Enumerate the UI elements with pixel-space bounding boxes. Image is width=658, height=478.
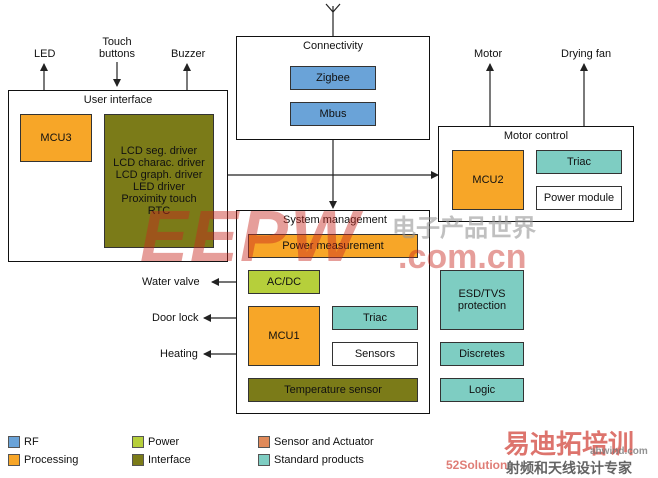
legend-processing-label: Processing (24, 454, 79, 466)
esd-tvs-block: ESD/TVS protection (440, 270, 524, 330)
sensors-block: Sensors (332, 342, 418, 366)
water-valve-label: Water valve (142, 276, 200, 288)
ui-drivers-block: LCD seg. driver LCD charac. driver LCD g… (104, 114, 214, 248)
driver-lcd-graph: LCD graph. driver (115, 169, 203, 181)
led-label: LED (34, 48, 56, 60)
legend-interface-label: Interface (148, 454, 191, 466)
drying-fan-label: Drying fan (561, 48, 612, 60)
power-module-block: Power module (536, 186, 622, 210)
buzzer-label: Buzzer (171, 48, 206, 60)
driver-lcd-charac: LCD charac. driver (113, 157, 205, 169)
driver-led: LED driver (133, 181, 185, 193)
legend-sensor-actuator-label: Sensor and Actuator (274, 436, 374, 448)
acdc-block: AC/DC (248, 270, 320, 294)
zigbee-block: Zigbee (290, 66, 376, 90)
temperature-sensor-block: Temperature sensor (248, 378, 418, 402)
heating-label: Heating (160, 348, 198, 360)
legend-processing-swatch (8, 454, 20, 466)
sys-triac-block: Triac (332, 306, 418, 330)
mcu2-block: MCU2 (452, 150, 524, 210)
legend-interface-swatch (132, 454, 144, 466)
mcu3-block: MCU3 (20, 114, 92, 162)
legend-sensor-actuator-swatch (258, 436, 270, 448)
legend-standard-products-label: Standard products (274, 454, 364, 466)
power-measurement-block: Power measurement (248, 234, 418, 258)
legend-rf-swatch (8, 436, 20, 448)
system-management-title: System management (283, 214, 387, 226)
legend-power-label: Power (148, 436, 180, 448)
legend-standard-products-swatch (258, 454, 270, 466)
touch-buttons-label: Touch buttons (98, 36, 136, 60)
mcu1-block: MCU1 (248, 306, 320, 366)
driver-lcd-seg: LCD seg. driver (120, 145, 198, 157)
motor-triac-block: Triac (536, 150, 622, 174)
logic-block: Logic (440, 378, 524, 402)
legend-rf-label: RF (24, 436, 39, 448)
driver-rtc: RTC (147, 205, 171, 217)
legend-power-swatch (132, 436, 144, 448)
discretes-block: Discretes (440, 342, 524, 366)
motor-label: Motor (474, 48, 503, 60)
motor-control-title: Motor control (503, 130, 569, 142)
connectivity-title: Connectivity (303, 40, 363, 52)
user-interface-title: User interface (83, 94, 153, 106)
driver-proximity-touch: Proximity touch (121, 193, 197, 205)
antenna-icon (325, 3, 341, 36)
door-lock-label: Door lock (152, 312, 199, 324)
mbus-block: Mbus (290, 102, 376, 126)
